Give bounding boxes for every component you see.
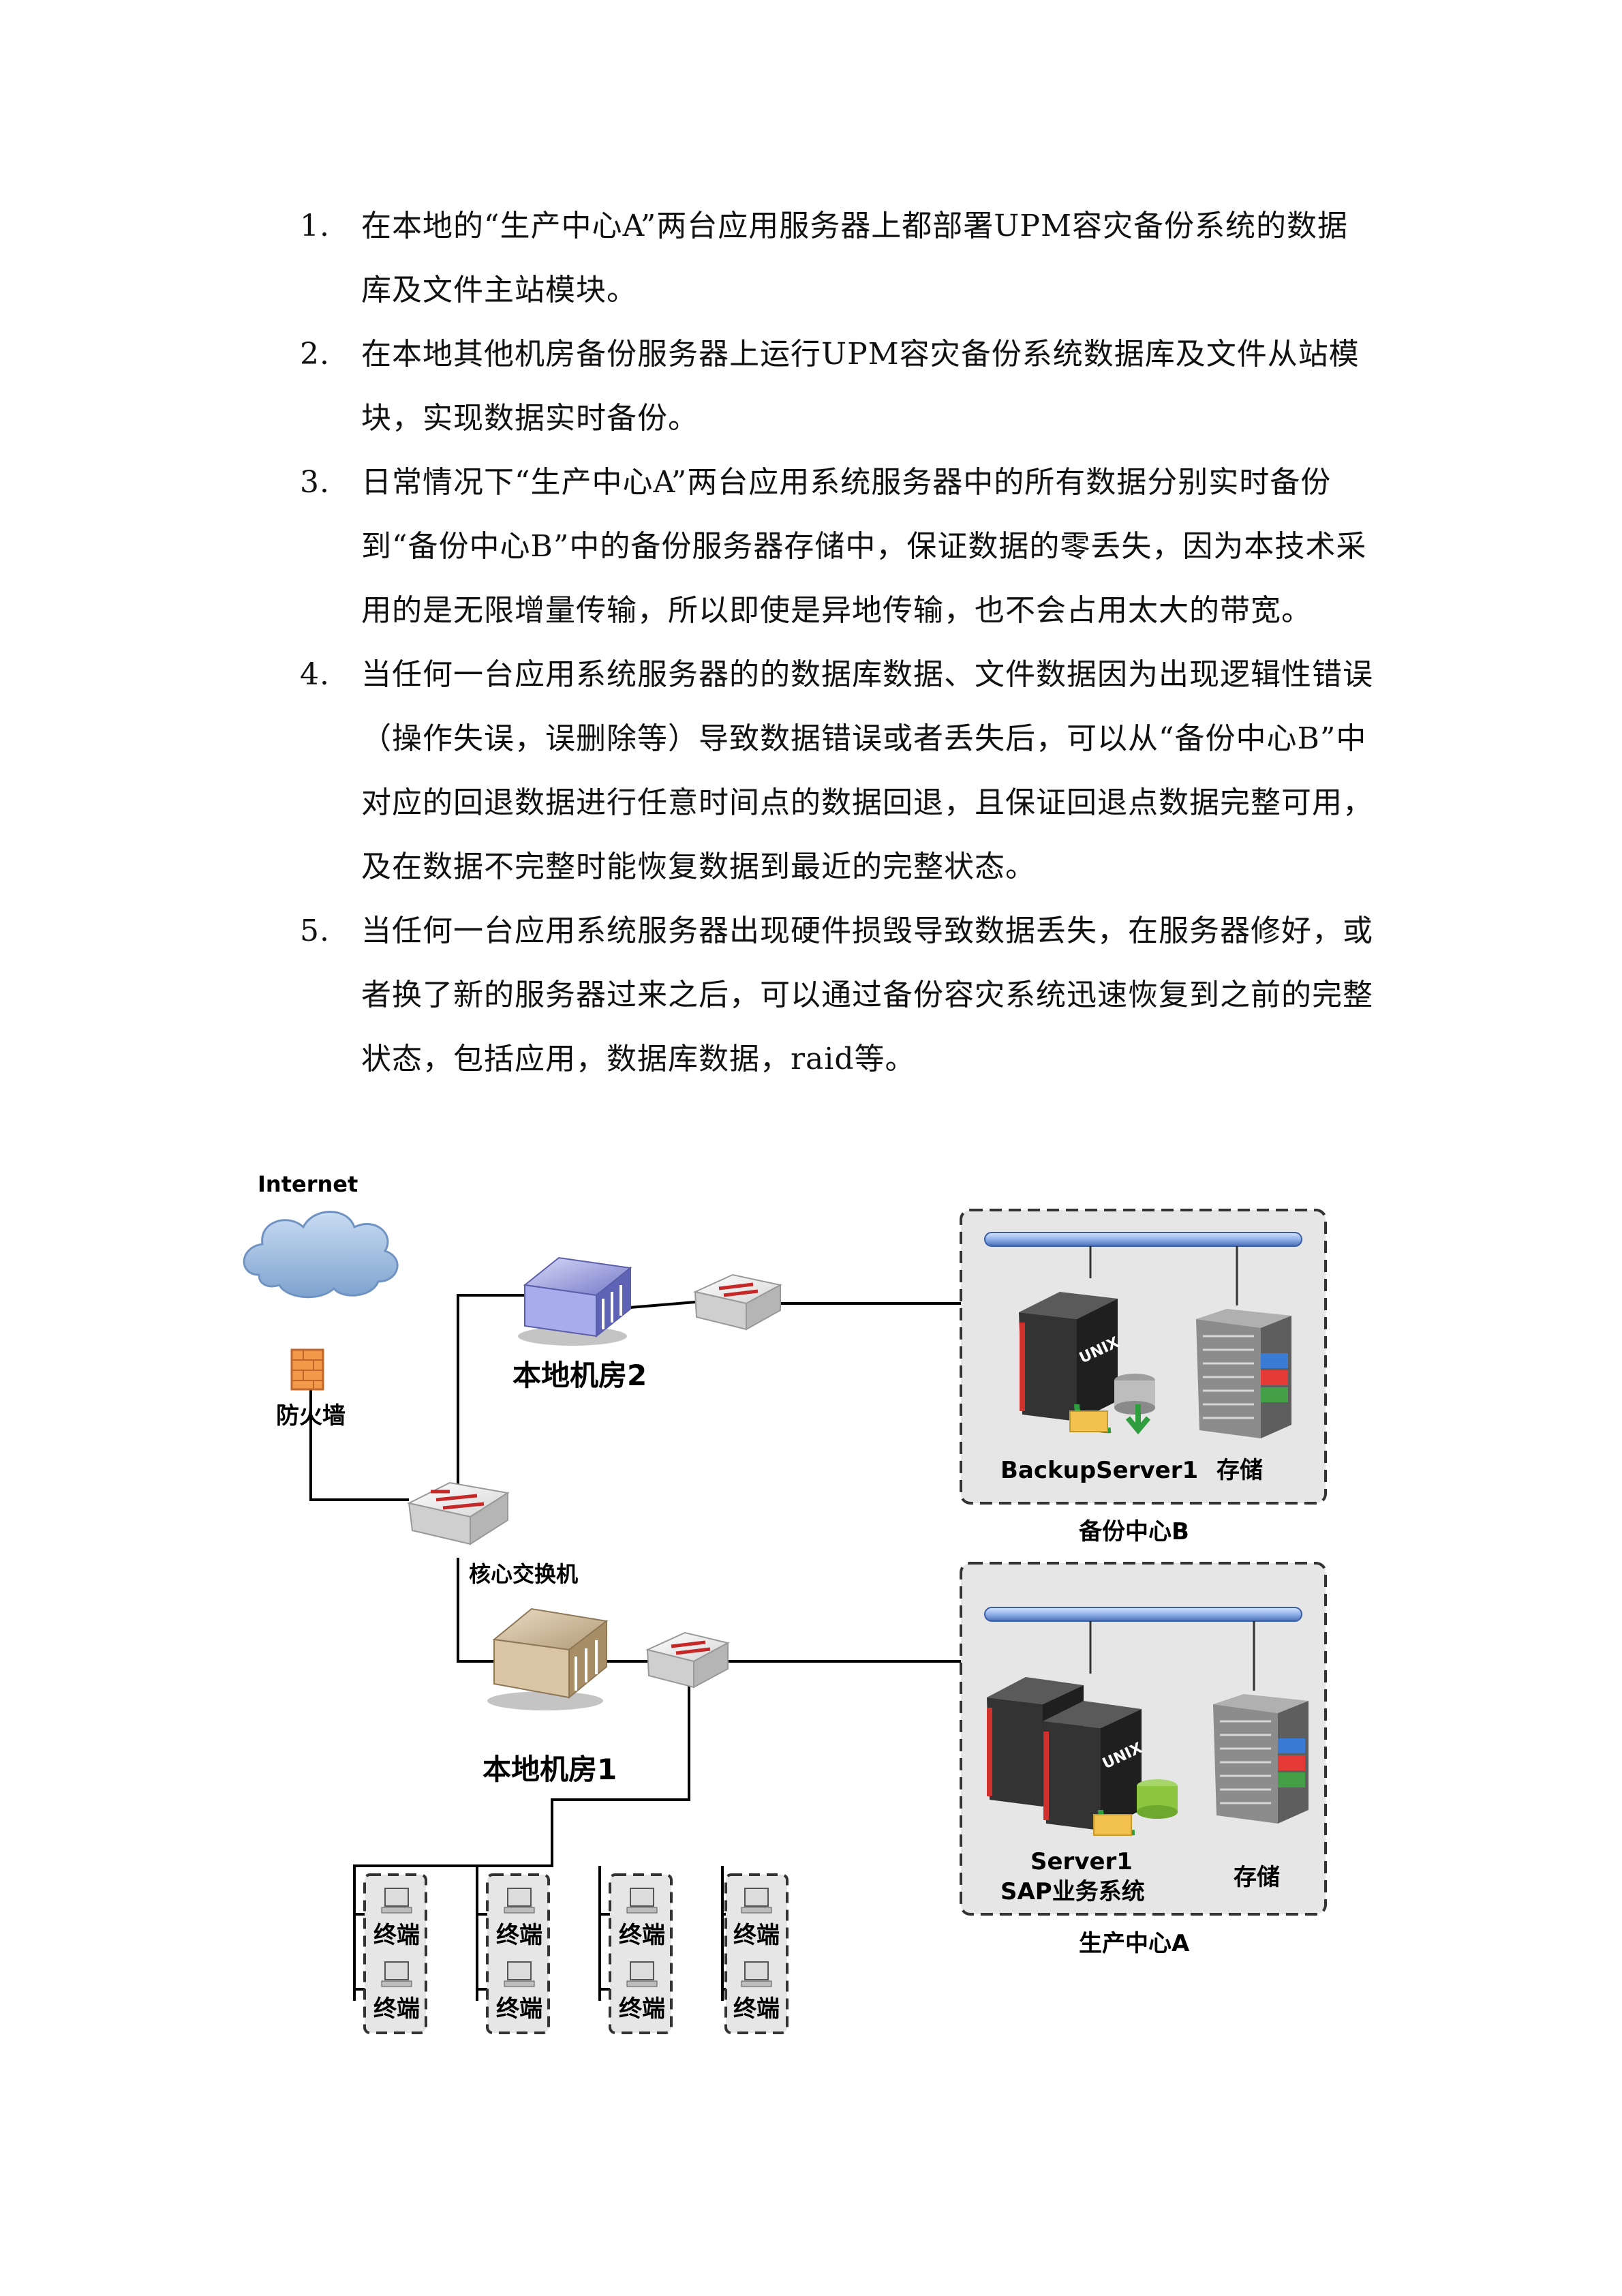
terminal-label: 终端 [619, 1995, 665, 2023]
computer-icon [626, 1961, 658, 1987]
item-number: 2. [300, 337, 330, 372]
item-text: 日常情况下“生产中心A”两台应用系统服务器中的所有数据分别实时备份到“备份中心B… [361, 465, 1367, 628]
unix-server-icon: UNIX [1043, 1701, 1145, 1830]
computer-icon [626, 1888, 658, 1914]
numbered-list: 1. 在本地的“生产中心A”两台应用服务器上都部署UPM容灾备份系统的数据库及文件… [300, 194, 1377, 1091]
backup-server-label: BackupServer1 [1000, 1457, 1198, 1484]
terminal-group: 终端 终端 [609, 1873, 673, 2034]
room1-building-icon [487, 1607, 609, 1710]
computer-icon [741, 1961, 772, 1987]
item-number: 4. [300, 657, 330, 692]
terminal-label: 终端 [619, 1922, 665, 1949]
item-number: 5. [300, 913, 330, 948]
list-item: 5. 当任何一台应用系统服务器出现硬件损毁导致数据丢失，在服务器修好，或者换了新的… [300, 899, 1377, 1091]
database-backup-icon [1069, 1374, 1155, 1435]
core-switch-icon [407, 1481, 510, 1545]
terminal-group: 终端 终端 [486, 1873, 550, 2034]
terminal-label: 终端 [496, 1922, 542, 1949]
terminal-label: 终端 [733, 1922, 780, 1949]
backup-center-label: 备份中心B [1079, 1518, 1189, 1545]
terminal-label: 终端 [496, 1995, 542, 2023]
firewall-icon [290, 1348, 324, 1391]
server1-label: Server1 [1030, 1848, 1133, 1875]
room2-switch-icon [692, 1273, 782, 1331]
terminal-label: 终端 [733, 1995, 780, 2023]
list-item: 4. 当任何一台应用系统服务器的的数据库数据、文件数据因为出现逻辑性错误（操作失误… [300, 643, 1377, 899]
terminal-group: 终端 终端 [363, 1873, 427, 2034]
item-text: 当任何一台应用系统服务器出现硬件损毁导致数据丢失，在服务器修好，或者换了新的服务… [361, 913, 1373, 1076]
core-switch-label: 核心交换机 [469, 1561, 578, 1587]
room2-building-icon [518, 1256, 632, 1346]
storage-a-label: 存储 [1234, 1864, 1280, 1891]
computer-icon [381, 1888, 412, 1914]
item-number: 3. [300, 465, 330, 500]
room1-label: 本地机房1 [483, 1753, 617, 1786]
prod-center-box: UNIX Server1 SAP业务系统 存储 [960, 1562, 1327, 1916]
computer-icon [504, 1961, 535, 1987]
room1-switch-icon [645, 1631, 730, 1689]
computer-icon [504, 1888, 535, 1914]
terminal-label: 终端 [373, 1922, 420, 1949]
internet-cloud-icon [243, 1211, 399, 1299]
computer-icon [381, 1961, 412, 1987]
unix-server-icon: UNIX [1019, 1292, 1122, 1421]
internet-label: Internet [258, 1171, 358, 1197]
item-text: 当任何一台应用系统服务器的的数据库数据、文件数据因为出现逻辑性错误（操作失误，误… [361, 657, 1373, 884]
computer-icon [741, 1888, 772, 1914]
firewall-label: 防火墙 [276, 1402, 346, 1430]
prod-center-label: 生产中心A [1079, 1930, 1190, 1957]
terminal-label: 终端 [373, 1995, 420, 2023]
list-item: 3. 日常情况下“生产中心A”两台应用系统服务器中的所有数据分别实时备份到“备份中… [300, 451, 1377, 643]
storage-b-label: 存储 [1216, 1457, 1263, 1484]
sap-label: SAP业务系统 [1000, 1878, 1145, 1905]
storage-rack-icon [1196, 1309, 1291, 1438]
item-text: 在本地的“生产中心A”两台应用服务器上都部署UPM容灾备份系统的数据库及文件主站… [361, 209, 1349, 307]
list-item: 1. 在本地的“生产中心A”两台应用服务器上都部署UPM容灾备份系统的数据库及文件… [300, 194, 1377, 322]
backup-center-box: UNIX BackupServer1 存储 [960, 1209, 1327, 1505]
item-text: 在本地其他机房备份服务器上运行UPM容灾备份系统数据库及文件从站模块，实现数据实… [361, 337, 1360, 436]
terminal-group: 终端 终端 [724, 1873, 789, 2034]
item-number: 1. [300, 209, 330, 243]
list-item: 2. 在本地其他机房备份服务器上运行UPM容灾备份系统数据库及文件从站模块，实现数… [300, 322, 1377, 451]
room2-label: 本地机房2 [512, 1359, 647, 1392]
database-sync-icon [1093, 1779, 1178, 1836]
storage-rack-icon [1213, 1694, 1309, 1824]
